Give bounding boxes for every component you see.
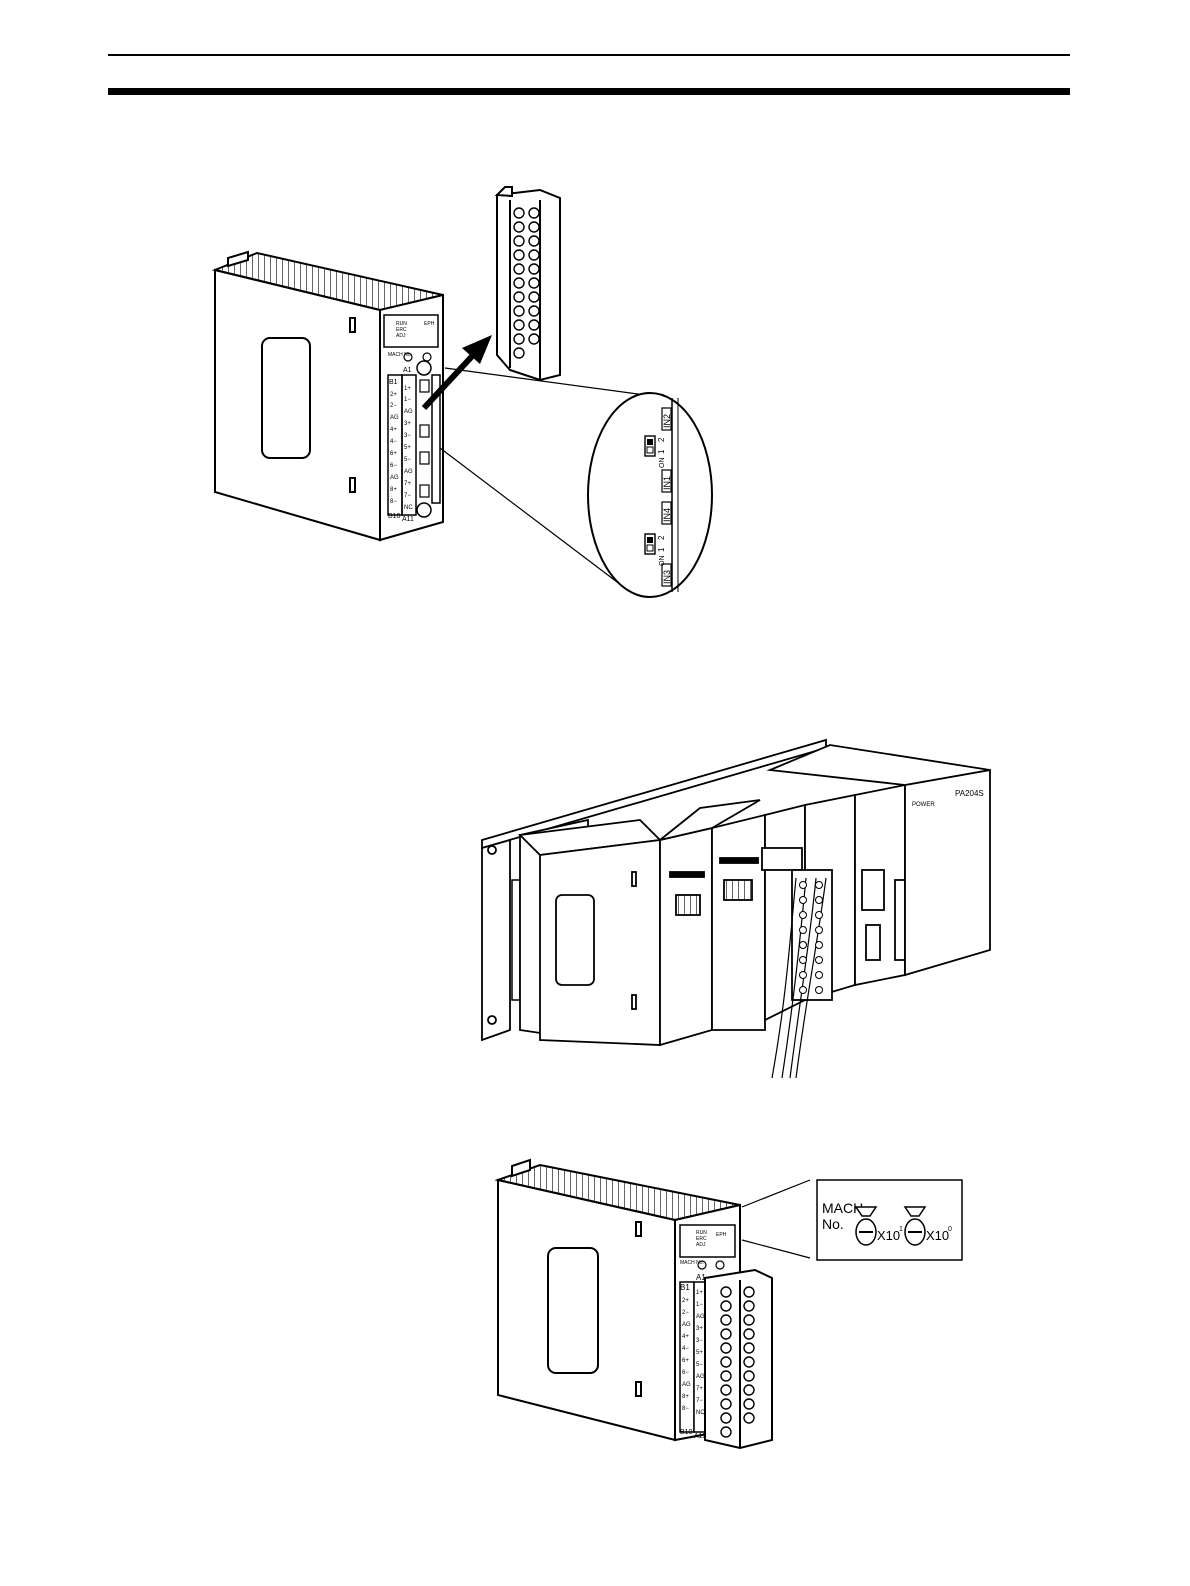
power-label: POWER: [912, 802, 935, 808]
f3-tl-9: 8+: [682, 1394, 689, 1400]
f3-tr-11: NC: [696, 1410, 705, 1416]
tl-5: 4−: [390, 439, 397, 445]
f3-mach: MACH No.: [680, 1260, 704, 1266]
zoom-sw-on-b: ON: [659, 556, 666, 567]
terminal-a11: A11: [402, 516, 414, 523]
tr-6: 5+: [404, 445, 411, 451]
f3-tr-9: 7+: [696, 1386, 703, 1392]
callout-line-bottom: [742, 1240, 810, 1258]
zoom-in4: IN4: [662, 508, 672, 522]
mach-label: MACH No.: [388, 352, 412, 358]
tr-9: 7+: [404, 481, 411, 487]
f3-tr-5: 3−: [696, 1338, 703, 1344]
callout-x10-1-exp: 1: [899, 1226, 903, 1233]
figure-3-module-attached: [498, 1160, 772, 1448]
terminal-block-detached: [497, 187, 560, 380]
f3-tl-2: 2−: [682, 1310, 689, 1316]
tl-8: AG: [390, 475, 399, 481]
f3-tl-4: 4+: [682, 1334, 689, 1340]
zoom-sw-1-a: 1: [657, 449, 666, 454]
f3-tr-1: 1+: [696, 1290, 703, 1296]
tr-10: 7−: [404, 493, 411, 499]
tl-3: AG: [390, 415, 399, 421]
f3-tl-5: 4−: [682, 1346, 689, 1352]
tr-5: 3−: [404, 433, 411, 439]
tl-4: 4+: [390, 427, 397, 433]
terminal-a1: A1: [403, 367, 412, 374]
f3-tr-10: 7−: [696, 1398, 703, 1404]
rotary-switch-x10-0-icon: [905, 1207, 925, 1245]
f3-tl-10: 8−: [682, 1406, 689, 1412]
f3-tr-6: 5+: [696, 1350, 703, 1356]
zoom-detail-circle: IN2 IN1 IN4 IN3 ON 1 2 ON 1 2: [588, 393, 712, 597]
f3-tr-7: 5−: [696, 1362, 703, 1368]
callout-x10-0: X10: [926, 1228, 949, 1243]
zoom-sw-1-b: 1: [657, 547, 666, 552]
tl-1: 2+: [390, 392, 397, 398]
tl-10: 8−: [390, 499, 397, 505]
f3-tl-7: 6−: [682, 1370, 689, 1376]
rotary-switch-x10-1-icon: [856, 1207, 876, 1245]
tr-3: AG: [404, 409, 413, 415]
zoom-in1: IN1: [662, 476, 672, 490]
f3-tl-8: AG: [682, 1382, 691, 1388]
zoom-sw-2-b: 2: [657, 535, 666, 540]
psu-model: PA204S: [955, 789, 984, 798]
tl-2: 2−: [390, 403, 397, 409]
callout-x10-0-exp: 0: [948, 1226, 952, 1233]
tr-8: AG: [404, 469, 413, 475]
tl-7: 6−: [390, 463, 397, 469]
tl-9: 8+: [390, 487, 397, 493]
callout-line-top: [742, 1180, 810, 1207]
zoom-sw-2-a: 2: [657, 437, 666, 442]
f3-label-adj: ADJ: [696, 1242, 706, 1248]
f3-tl-6: 6+: [682, 1358, 689, 1364]
f3-tr-2: 1−: [696, 1302, 703, 1308]
tr-1: 1+: [404, 386, 411, 392]
f3-b10: B10: [680, 1429, 693, 1436]
tr-7: 5−: [404, 457, 411, 463]
terminal-b10: B10: [388, 513, 401, 520]
module-model: EPH: [424, 321, 435, 327]
callout-no: No.: [822, 1216, 844, 1232]
f3-tl-1: 2+: [682, 1298, 689, 1304]
zoom-sw-on-a: ON: [659, 458, 666, 469]
f3-b1: B1: [680, 1283, 690, 1292]
tl-6: 6+: [390, 451, 397, 457]
zoom-in3: IN3: [662, 570, 672, 584]
f3-tl-3: AG: [682, 1322, 691, 1328]
f3-tr-3: AG: [696, 1314, 705, 1320]
callout-x10-1: X10: [877, 1228, 900, 1243]
tr-2: 1−: [404, 397, 411, 403]
f3-a11: A11: [694, 1433, 706, 1440]
mach-no-callout: MACH No. X10 1 X10 0: [817, 1180, 962, 1260]
zoom-in2: IN2: [662, 414, 672, 428]
tr-4: 3+: [404, 421, 411, 427]
f3-model: EPH: [716, 1232, 727, 1238]
tr-11: NC: [404, 505, 413, 511]
terminal-b1: B1: [389, 379, 398, 386]
f3-tr-8: AG: [696, 1374, 705, 1380]
f3-a1: A1: [696, 1273, 706, 1282]
f3-tr-4: 3+: [696, 1326, 703, 1332]
figure-2-backplane-assembly: [482, 740, 990, 1078]
module-label-adj: ADJ: [396, 333, 406, 339]
